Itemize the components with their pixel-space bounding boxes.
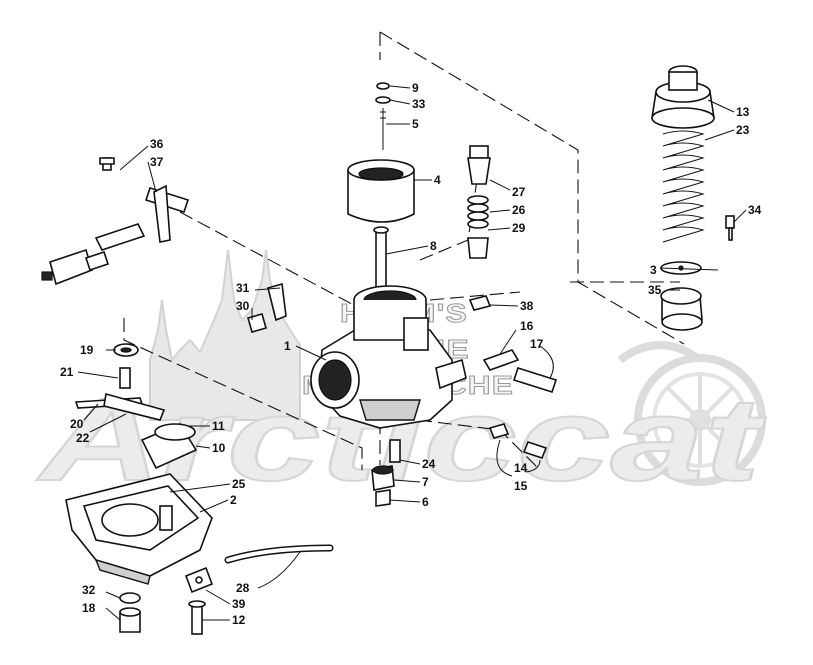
watermark-wheel [617,341,766,486]
callout-26: 26 [512,203,526,217]
callout-24: 24 [422,457,436,471]
callout-35: 35 [648,283,662,297]
leader-lines [77,85,747,621]
callout-38: 38 [520,299,534,313]
callout-19: 19 [80,343,94,357]
callout-2: 2 [230,493,237,507]
main-jet-stack [371,439,401,507]
callout-8: 8 [430,239,437,253]
drain-plug [119,592,141,633]
callout-39: 39 [232,597,246,611]
callout-36: 36 [150,137,164,151]
callout-30: 30 [236,299,250,313]
callout-labels: 36 37 9 33 5 4 8 27 26 29 31 30 38 16 17… [60,81,762,627]
callout-15: 15 [514,479,528,493]
float-assembly [74,343,198,470]
callout-29: 29 [512,221,526,235]
callout-11: 11 [212,419,225,433]
callout-10: 10 [212,441,226,455]
callout-22: 22 [76,431,90,445]
vent-hose [224,544,334,564]
callout-34: 34 [748,203,762,217]
carburetor-body [310,285,467,429]
callout-18: 18 [82,601,96,615]
callout-7: 7 [422,475,429,489]
callout-3: 3 [650,263,657,277]
bowl-bracket [184,566,214,635]
callout-6: 6 [422,495,429,509]
callout-27: 27 [512,185,526,199]
throttle-cable-bracket [41,157,190,286]
callout-17: 17 [530,337,544,351]
cable-stop [247,282,287,333]
top-cap-assembly [651,65,735,331]
callout-23: 23 [736,123,750,137]
callout-13: 13 [736,105,750,119]
callout-37: 37 [150,155,164,169]
callout-16: 16 [520,319,534,333]
callout-28: 28 [236,581,250,595]
callout-32: 32 [82,583,96,597]
adjuster-screws [468,295,558,459]
callout-1: 1 [284,339,291,353]
float-bowl [65,473,213,585]
jet-stack [467,145,491,259]
callout-20: 20 [70,417,84,431]
callout-14: 14 [514,461,528,475]
callout-12: 12 [232,613,246,627]
callout-31: 31 [236,281,250,295]
callout-4: 4 [434,173,441,187]
callout-9: 9 [412,81,419,95]
throttle-slide-assembly [347,82,415,301]
callout-33: 33 [412,97,426,111]
callout-25: 25 [232,477,246,491]
callout-21: 21 [60,365,74,379]
callout-5: 5 [412,117,419,131]
